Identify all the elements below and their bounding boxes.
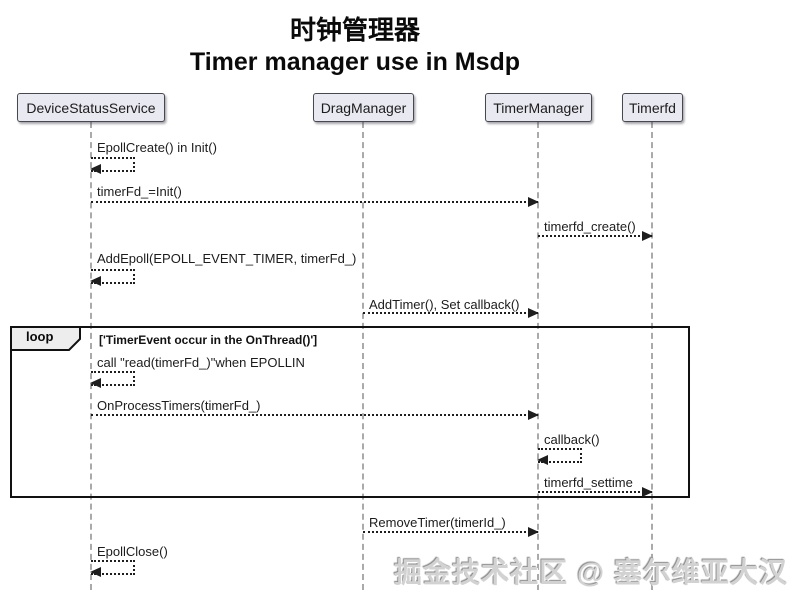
message-arrow <box>91 197 539 207</box>
diagram-title-english: Timer manager use in Msdp <box>189 47 521 76</box>
lifeline-dragmanager <box>362 122 364 590</box>
message-label: timerfd_settime <box>544 475 633 490</box>
message-arrow <box>363 527 539 537</box>
loop-keyword: loop <box>26 329 54 344</box>
message-label: OnProcessTimers(timerFd_) <box>97 398 261 413</box>
self-message-arrow <box>537 448 582 465</box>
message-label: call "read(timerFd_)"when EPOLLIN <box>97 355 305 370</box>
message-arrow <box>538 487 653 497</box>
message-label: EpollCreate() in Init() <box>97 140 217 155</box>
message-arrow <box>538 231 653 241</box>
message-label: AddEpoll(EPOLL_EVENT_TIMER, timerFd_) <box>97 251 357 266</box>
message-label: AddTimer(), Set callback() <box>369 297 520 312</box>
message-label: timerFd_=Init() <box>97 184 182 199</box>
message-arrow <box>363 308 539 318</box>
message-label: callback() <box>544 432 600 447</box>
self-message-arrow <box>90 560 135 577</box>
watermark: 掘金技术社区 @ 塞尔维亚大汉 <box>394 557 788 588</box>
participant-timermanager: TimerManager <box>485 93 592 122</box>
title-block: 时钟管理器 Timer manager use in Msdp <box>0 14 710 77</box>
lifeline-timermanager <box>537 122 539 590</box>
participant-dragmanager: DragManager <box>313 93 414 122</box>
message-label: EpollClose() <box>97 544 168 559</box>
message-label: RemoveTimer(timerId_) <box>369 515 506 530</box>
lifeline-timerfd <box>651 122 653 590</box>
self-message-arrow <box>90 371 135 388</box>
message-label: timerfd_create() <box>544 219 636 234</box>
loop-condition: ['TimerEvent occur in the OnThread()'] <box>99 333 318 347</box>
message-arrow <box>91 410 539 420</box>
loop-tab-shape <box>10 326 81 351</box>
lifeline-devicestatusservice <box>90 122 92 590</box>
diagram-title-chinese: 时钟管理器 <box>289 15 420 45</box>
loop-fragment: loop ['TimerEvent occur in the OnThread(… <box>10 326 690 498</box>
participant-timerfd: Timerfd <box>622 93 683 122</box>
self-message-arrow <box>90 269 135 286</box>
participant-devicestatusservice: DeviceStatusService <box>17 93 165 122</box>
self-message-arrow <box>90 157 135 174</box>
